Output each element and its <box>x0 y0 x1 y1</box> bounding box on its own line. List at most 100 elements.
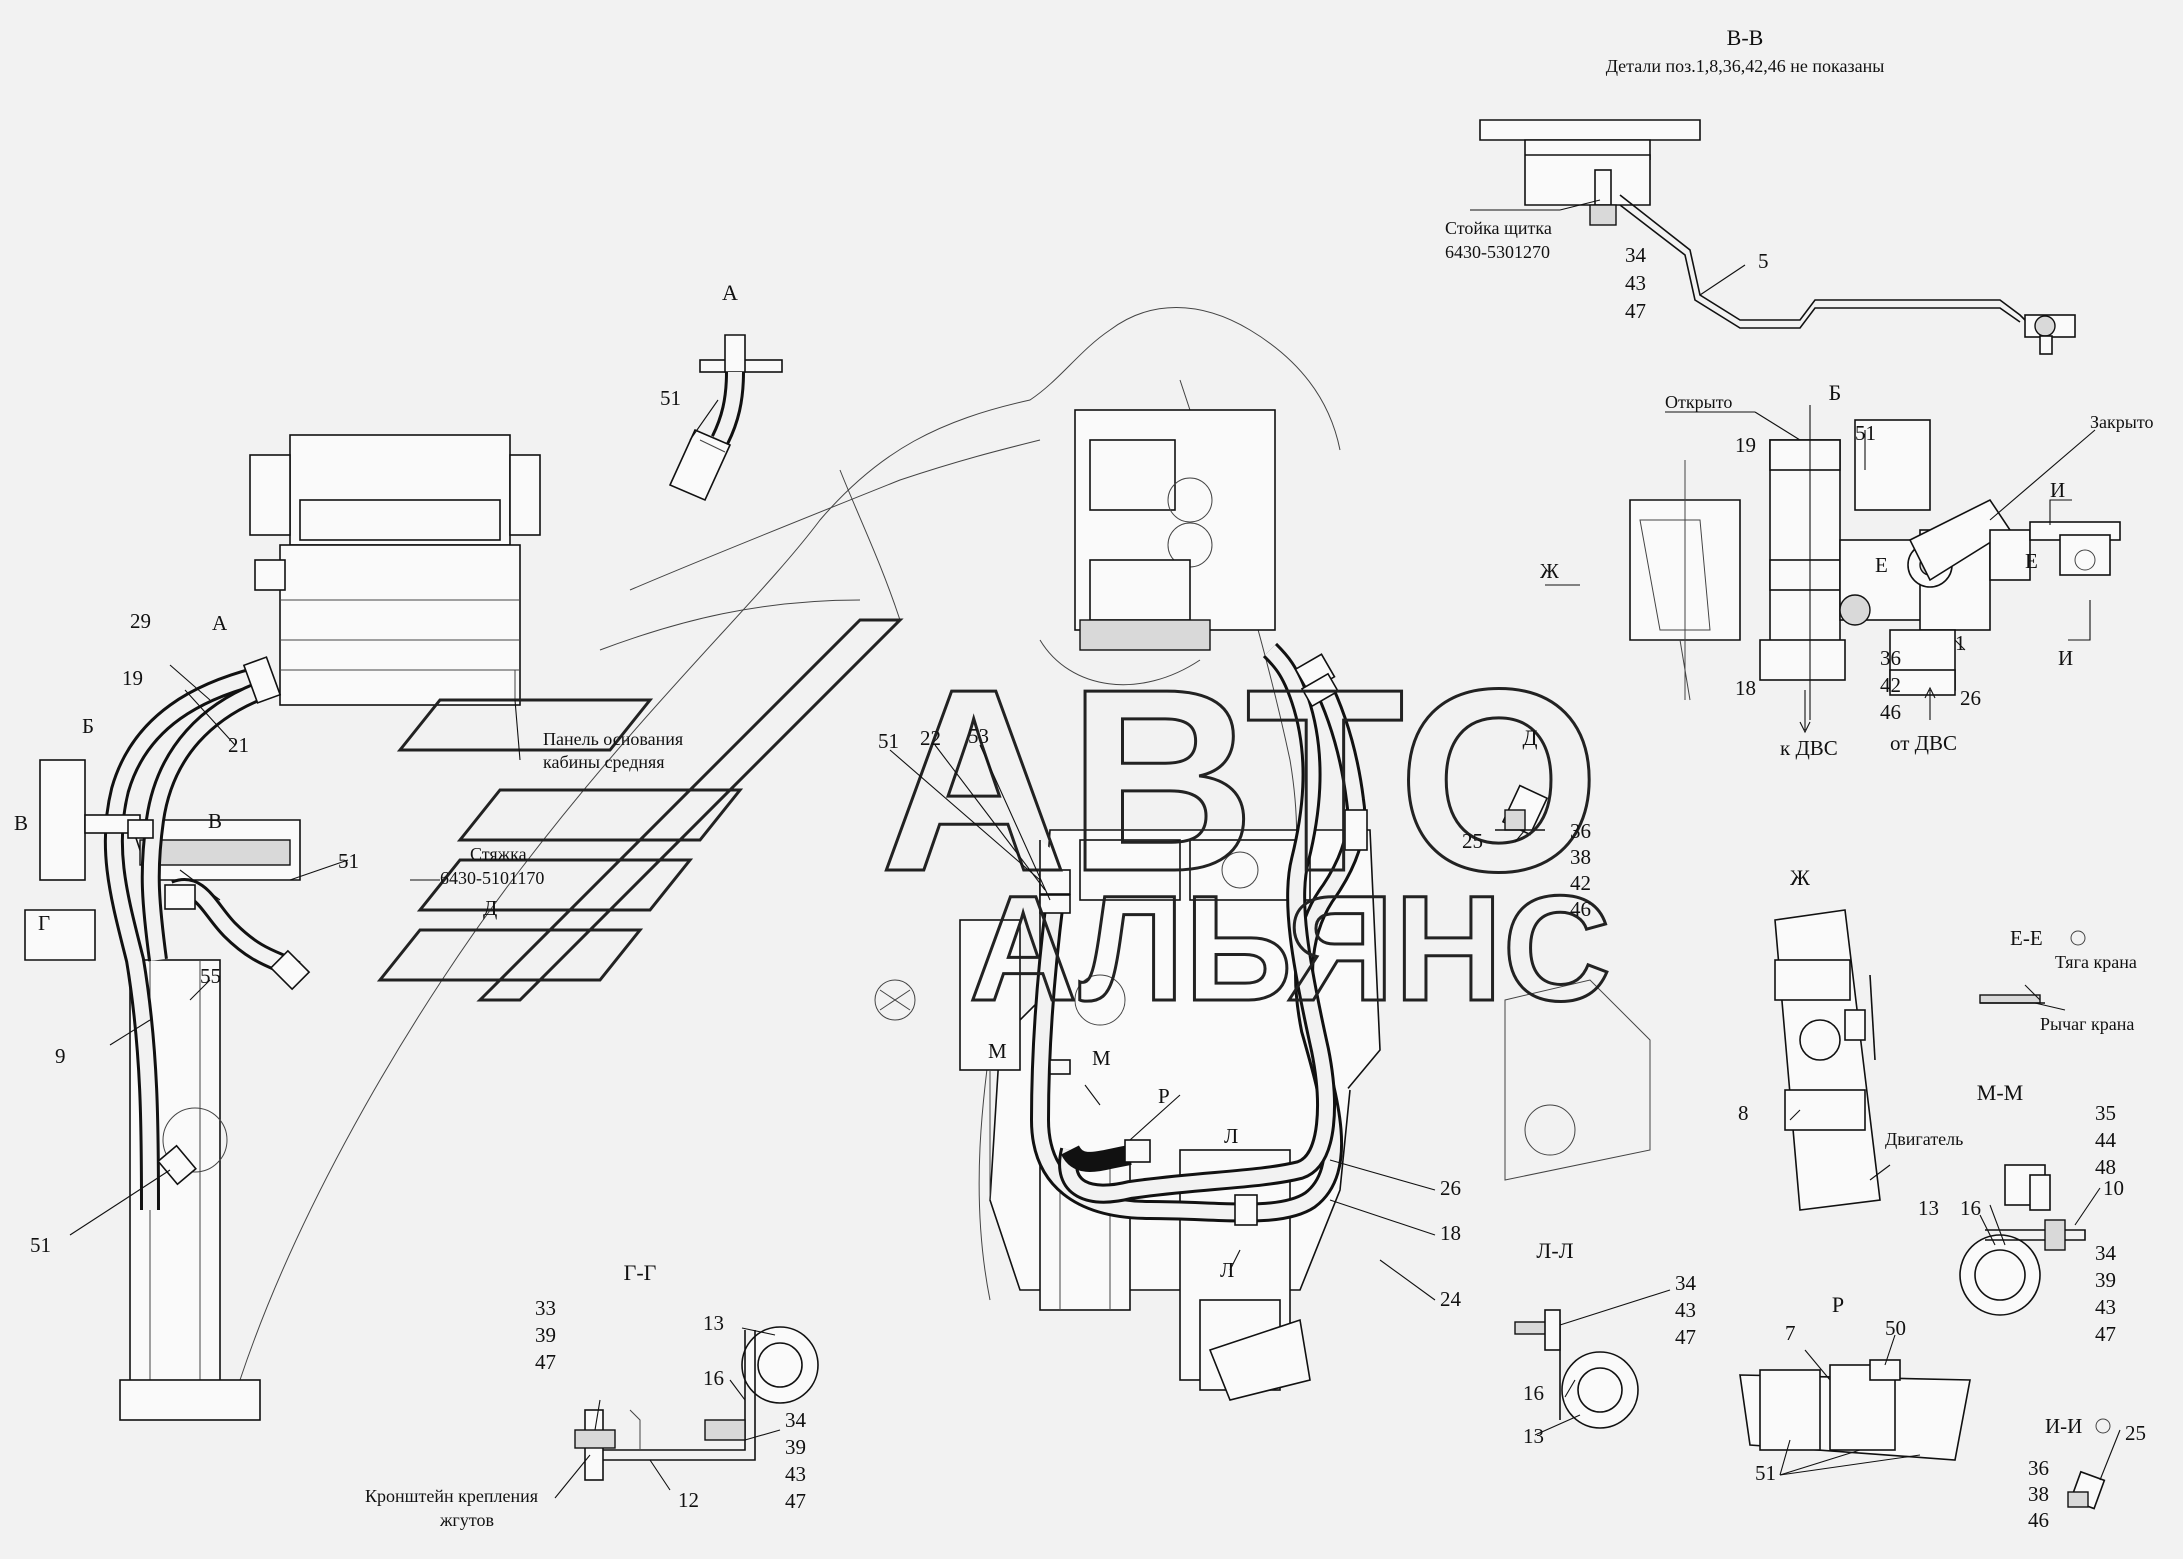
lbl-21: 21 <box>228 733 249 757</box>
view-a-title: А <box>722 280 738 305</box>
mm-bot-1: 39 <box>2095 1268 2116 1292</box>
mm-16: 16 <box>1960 1196 1981 1220</box>
mm-13: 13 <box>1918 1196 1939 1220</box>
view-b-stack-2: 46 <box>1880 700 1901 724</box>
lbl-18: 18 <box>1440 1221 1461 1245</box>
bb-stack-1: 43 <box>1625 271 1646 295</box>
ll-13: 13 <box>1523 1424 1544 1448</box>
d-stack-2: 42 <box>1570 871 1591 895</box>
gg-left-0: 33 <box>535 1296 556 1320</box>
view-ii-title: И-И <box>2045 1414 2082 1438</box>
view-b-1: 1 <box>1955 631 1966 655</box>
gg-right-1: 39 <box>785 1435 806 1459</box>
gg-12: 12 <box>678 1488 699 1512</box>
heater-unit <box>249 434 541 706</box>
panel-label-1: Панель основания <box>543 729 683 749</box>
d-stack-1: 38 <box>1570 845 1591 869</box>
view-b-e1: Е <box>1875 553 1888 577</box>
watermark-line2: АЛЬЯНС <box>969 864 1611 1032</box>
lbl-22: 22 <box>920 726 941 750</box>
lbl-26: 26 <box>1440 1176 1461 1200</box>
view-b-from: от ДВС <box>1890 731 1957 755</box>
view-b-stack-0: 36 <box>1880 646 1901 670</box>
lbl-d: Д <box>483 896 497 920</box>
ii-stack-1: 38 <box>2028 1482 2049 1506</box>
view-b-26: 26 <box>1960 686 1981 710</box>
gg-right-2: 43 <box>785 1462 806 1486</box>
lbl-51c: 51 <box>878 729 899 753</box>
lbl-55: 55 <box>200 964 221 988</box>
view-r-title: Р <box>1832 1292 1844 1317</box>
lbl-m1: М <box>988 1039 1007 1063</box>
lbl-a: А <box>212 611 228 635</box>
view-mm-engine: Двигатель <box>1885 1129 1963 1149</box>
ll-stack-0: 34 <box>1675 1271 1697 1295</box>
view-b-18: 18 <box>1735 676 1756 700</box>
r-7: 7 <box>1785 1321 1796 1345</box>
view-r <box>1739 1359 1971 1461</box>
view-b-zh: Ж <box>1540 559 1559 583</box>
bb-stack-0: 34 <box>1625 243 1647 267</box>
view-ll <box>1514 1309 1639 1429</box>
view-mm <box>1959 1164 2086 1316</box>
view-b-to: к ДВС <box>1780 736 1838 760</box>
gg-left-2: 47 <box>535 1350 556 1374</box>
gg-13: 13 <box>703 1311 724 1335</box>
ii-stack-0: 36 <box>2028 1456 2049 1480</box>
lbl-19: 19 <box>122 666 143 690</box>
ll-16: 16 <box>1523 1381 1544 1405</box>
tie-label: Стяжка <box>470 844 527 864</box>
bb-stack-2: 47 <box>1625 299 1646 323</box>
view-d-title: Д <box>1522 725 1537 750</box>
left-frame <box>24 759 301 1421</box>
view-ll-title: Л-Л <box>1536 1238 1573 1263</box>
view-gg <box>574 1326 819 1481</box>
ii-pos: 25 <box>2125 1421 2146 1445</box>
gg-right-3: 47 <box>785 1489 806 1513</box>
lbl-53: 53 <box>968 724 989 748</box>
view-bb <box>1479 119 2076 355</box>
lbl-51b: 51 <box>30 1233 51 1257</box>
view-b-stack-1: 42 <box>1880 673 1901 697</box>
watermark-logo <box>376 618 904 1002</box>
view-a-pos: 51 <box>660 386 681 410</box>
engine-block <box>874 409 1381 1401</box>
leader-lines <box>69 199 2121 1499</box>
view-gg-title: Г-Г <box>624 1260 657 1285</box>
view-a <box>668 334 783 502</box>
d-stack-3: 46 <box>1570 897 1591 921</box>
r-50: 50 <box>1885 1316 1906 1340</box>
gg-16: 16 <box>703 1366 724 1390</box>
stand-code: 6430-5301270 <box>1445 242 1550 262</box>
gg-left-1: 39 <box>535 1323 556 1347</box>
tie-code: 6430-5101170 <box>440 868 544 888</box>
view-ee-title: Е-Е <box>2010 926 2043 950</box>
lbl-m2: М <box>1092 1046 1111 1070</box>
mm-top-0: 35 <box>2095 1101 2116 1125</box>
mm-top-2: 48 <box>2095 1155 2116 1179</box>
view-b-e2: Е <box>2025 549 2038 573</box>
view-b <box>1545 405 2121 734</box>
watermark-line1: АВТО <box>880 636 1600 926</box>
view-b-open: Открыто <box>1665 392 1732 412</box>
ii-circle-icon <box>2095 1418 2111 1434</box>
d-stack-0: 36 <box>1570 819 1591 843</box>
view-zh-title: Ж <box>1790 865 1810 890</box>
view-b-i1: И <box>2050 478 2065 502</box>
view-b-title: Б <box>1829 380 1842 405</box>
left-hoses <box>84 656 311 1211</box>
view-d-pos: 25 <box>1462 829 1483 853</box>
view-ii <box>2067 1470 2106 1510</box>
bb-pos: 5 <box>1758 249 1769 273</box>
lbl-b: Б <box>82 714 94 738</box>
mm-top-1: 44 <box>2095 1128 2117 1152</box>
mm-bot-2: 43 <box>2095 1295 2116 1319</box>
view-mm-title: М-М <box>1977 1080 2023 1105</box>
gg-bracket2: жгутов <box>439 1510 494 1530</box>
lbl-24: 24 <box>1440 1287 1462 1311</box>
view-bb-note: Детали поз.1,8,36,42,46 не показаны <box>1606 56 1885 76</box>
lbl-l2: Л <box>1220 1258 1234 1282</box>
view-ee-lever: Рычаг крана <box>2040 1014 2134 1034</box>
gg-right-0: 34 <box>785 1408 807 1432</box>
